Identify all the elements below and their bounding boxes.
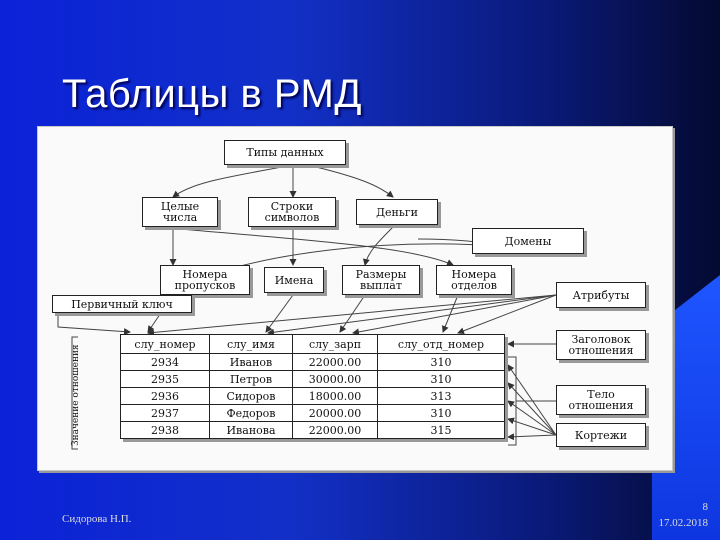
table-cell: Иванов xyxy=(209,353,293,371)
table-cell: 30000.00 xyxy=(292,370,378,388)
relation-header-box: Заголовок отношения xyxy=(556,330,646,360)
payment-sizes-box: Размеры выплат xyxy=(342,265,420,295)
relation-body-box: Тело отношения xyxy=(556,385,646,415)
table-cell: 310 xyxy=(377,404,505,422)
footer-author: Сидорова Н.П. xyxy=(62,513,132,525)
table-cell: 20000.00 xyxy=(292,404,378,422)
slide-title: Таблицы в РМД xyxy=(62,72,362,116)
attributes-box: Атрибуты xyxy=(556,282,646,308)
table-cell: 22000.00 xyxy=(292,421,378,439)
employees-table: слу_номер слу_имя слу_зарп слу_отд_номер… xyxy=(120,334,505,439)
table-cell: 2934 xyxy=(120,353,210,371)
table-cell: 2938 xyxy=(120,421,210,439)
table-cell: 18000.00 xyxy=(292,387,378,405)
column-header: слу_отд_номер xyxy=(377,334,505,354)
table-cell: Федоров xyxy=(209,404,293,422)
money-box: Деньги xyxy=(356,199,438,225)
footer-page-info: 8 17.02.2018 xyxy=(659,499,709,531)
primary-key-box: Первичный ключ xyxy=(52,295,192,313)
table-cell: Петров xyxy=(209,370,293,388)
relational-table-diagram: Типы данных Целые числа Строки символов … xyxy=(37,126,673,471)
table-cell: Сидоров xyxy=(209,387,293,405)
table-cell: 2935 xyxy=(120,370,210,388)
column-header: слу_зарп xyxy=(292,334,378,354)
table-cell: 22000.00 xyxy=(292,353,378,371)
relation-value-label: Значение отношения xyxy=(71,344,81,446)
table-row: 2937 Федоров 20000.00 310 xyxy=(120,404,505,422)
pass-numbers-box: Номера пропусков xyxy=(160,265,250,295)
table-row: 2936 Сидоров 18000.00 313 xyxy=(120,387,505,405)
strings-box: Строки символов xyxy=(248,197,336,227)
table-row: 2935 Петров 30000.00 310 xyxy=(120,370,505,388)
types-box: Типы данных xyxy=(224,140,346,165)
domains-box: Домены xyxy=(472,228,584,254)
table-cell: 2936 xyxy=(120,387,210,405)
table-cell: 310 xyxy=(377,353,505,371)
table-header-row: слу_номер слу_имя слу_зарп слу_отд_номер xyxy=(120,334,505,354)
table-cell: 315 xyxy=(377,421,505,439)
column-header: слу_номер xyxy=(120,334,210,354)
table-cell: 2937 xyxy=(120,404,210,422)
table-row: 2938 Иванова 22000.00 315 xyxy=(120,421,505,439)
table-cell: 310 xyxy=(377,370,505,388)
page-number: 8 xyxy=(702,501,709,513)
slide-date: 17.02.2018 xyxy=(658,517,709,529)
names-box: Имена xyxy=(264,267,324,293)
table-cell: Иванова xyxy=(209,421,293,439)
dept-numbers-box: Номера отделов xyxy=(436,265,512,295)
column-header: слу_имя xyxy=(209,334,293,354)
integers-box: Целые числа xyxy=(142,197,218,227)
table-row: 2934 Иванов 22000.00 310 xyxy=(120,353,505,371)
table-cell: 313 xyxy=(377,387,505,405)
tuples-box: Кортежи xyxy=(556,423,646,447)
